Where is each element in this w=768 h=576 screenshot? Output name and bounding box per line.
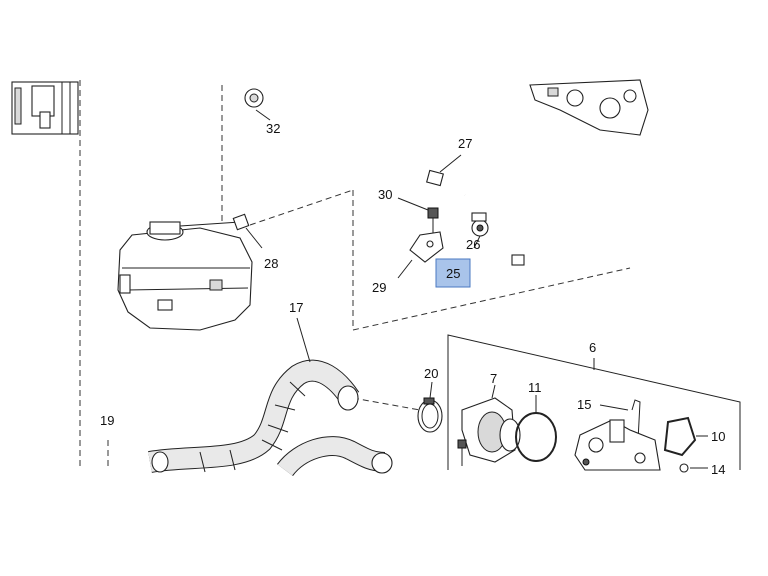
part-28-clip [232,213,263,249]
callout-17: 17 [289,300,303,315]
part-11-seal-ring [515,395,557,462]
part-26-clamp [471,212,489,237]
part-27-bypass-hose [426,154,579,266]
part-20-hose-clamp [417,381,443,433]
callout-6: 6 [589,340,596,355]
part-29-bracket [397,231,444,279]
callout-11: 11 [528,380,542,395]
radiator-fragment [11,81,79,135]
callout-7: 7 [490,371,497,386]
coolant-reservoir [117,221,253,331]
water-outlet-housing [574,419,661,471]
part-17-radiator-hose [148,317,393,477]
engine-block-fragment [529,79,649,136]
part-7-thermostat-housing [457,384,521,466]
part-10-gasket [663,416,708,457]
part-14-fitting [679,463,708,473]
callout-14: 14 [711,462,725,477]
callout-10: 10 [711,429,725,444]
part-6-assembly-frame [447,334,741,470]
part-30-bolt [397,197,439,235]
callout-28: 28 [264,256,278,271]
callout-labels: 32 27 30 26 25 28 29 17 6 20 7 11 15 10 … [100,121,725,477]
selected-part-highlight [435,258,471,288]
callout-32: 32 [266,121,280,136]
callout-30: 30 [378,187,392,202]
callout-20: 20 [424,366,438,381]
callout-25[interactable]: 25 [446,266,460,281]
callout-27: 27 [458,136,472,151]
part-32-clip [244,88,271,121]
callout-15: 15 [577,397,591,412]
dashed-boundary-lines [79,80,631,470]
callout-19: 19 [100,413,114,428]
part-15-retaining-pin [599,399,641,461]
callout-29: 29 [372,280,386,295]
callout-26: 26 [466,237,480,252]
